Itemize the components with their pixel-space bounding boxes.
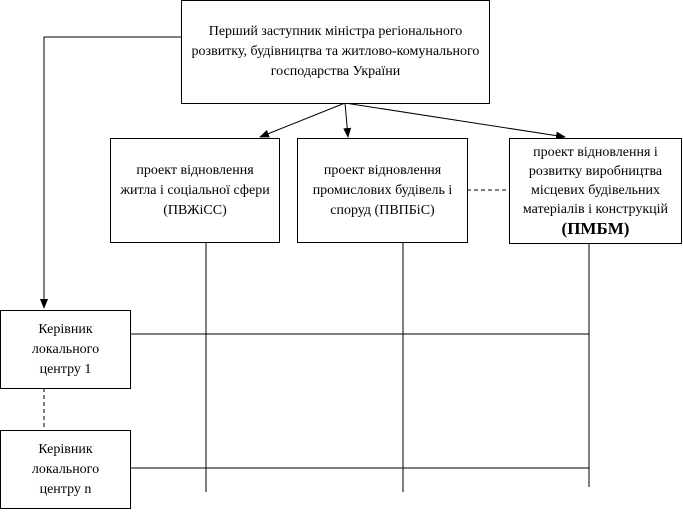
local-center-n-box: Керівник локального центру n (0, 430, 131, 509)
first-deputy-minister-box: Перший заступник міністра регіонального … (181, 0, 490, 104)
arrow-to-project-2 (343, 102, 352, 138)
box-label: проект відновлення житла і соціальної сф… (120, 162, 270, 218)
local-center-1-box: Керівник локального центру 1 (0, 310, 131, 389)
box-label: Перший заступник міністра регіонального … (191, 24, 480, 79)
project-pvzhiss-box: проект відновлення житла і соціальної сф… (110, 138, 280, 243)
box-label: Керівник локального центру n (31, 441, 100, 497)
arrow-to-project-3 (344, 102, 566, 140)
box-label: проект відновлення промислових будівель … (312, 162, 453, 218)
arrow-to-center-1 (40, 36, 181, 309)
project-pmbm-box: проект відновлення і розвитку виробництв… (509, 138, 682, 244)
box-abbr: (ПМБМ) (561, 218, 630, 238)
arrow-to-project-1 (259, 102, 346, 138)
project-pvpbis-box: проект відновлення промислових будівель … (297, 138, 468, 243)
box-label: Керівник локального центру 1 (31, 321, 100, 377)
box-label: проект відновлення і розвитку виробництв… (522, 144, 669, 217)
